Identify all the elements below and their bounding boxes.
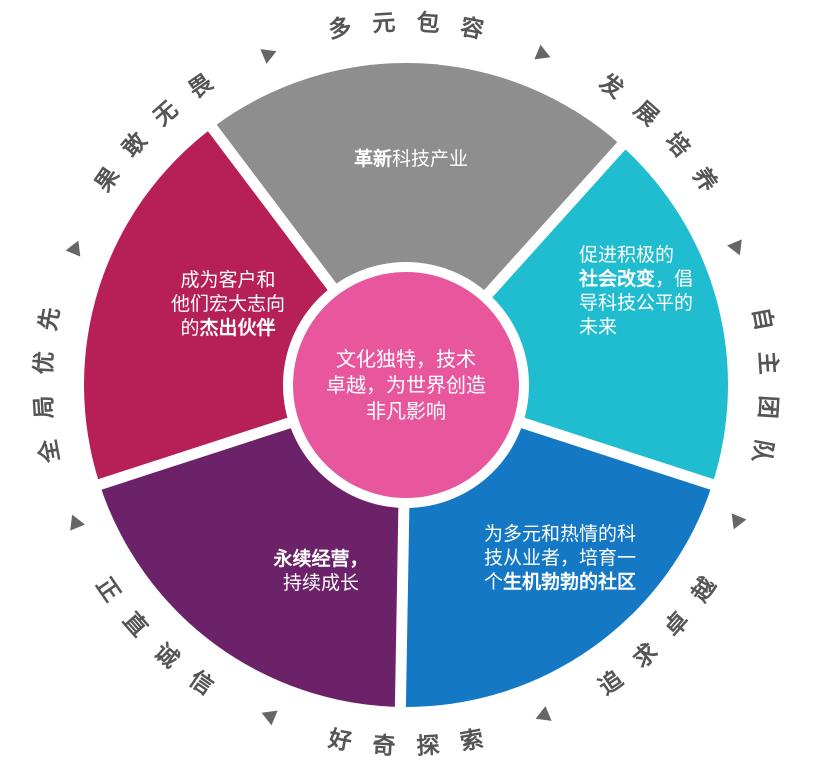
svg-text:信: 信 [184, 665, 218, 700]
ring-arrow-icon [65, 240, 81, 257]
center-hub: 文化独特，技术卓越，为世界创造非凡影响 [283, 262, 529, 508]
ring-arrow-icon [535, 706, 552, 721]
svg-text:果: 果 [90, 163, 124, 197]
svg-text:先: 先 [35, 305, 65, 332]
svg-text:索: 索 [458, 726, 485, 756]
svg-text:元: 元 [372, 10, 397, 37]
svg-text:追: 追 [594, 665, 629, 701]
svg-text:无: 无 [149, 97, 183, 132]
svg-text:队: 队 [747, 437, 777, 465]
svg-text:养: 养 [687, 162, 723, 197]
segment-top-label: 革新科技产业 [354, 147, 468, 170]
svg-text:全: 全 [34, 436, 65, 466]
svg-text:容: 容 [458, 13, 486, 44]
svg-text:多: 多 [326, 13, 354, 44]
svg-text:正: 正 [90, 573, 124, 607]
value-haoqi-tansuo: 好奇探索 [325, 726, 485, 760]
ring-arrow-icon [727, 239, 742, 256]
svg-text:直: 直 [118, 607, 153, 642]
svg-text:探: 探 [416, 733, 441, 760]
svg-text:越: 越 [687, 572, 722, 607]
svg-text:优: 优 [31, 351, 58, 376]
ring-arrow-icon [260, 49, 277, 64]
svg-text:奇: 奇 [372, 732, 397, 760]
ring-arrow-icon [261, 710, 278, 726]
segment-left-label: 成为客户和他们宏大志向的杰出伙伴 [171, 269, 285, 339]
ring-arrow-icon [731, 513, 747, 530]
segment-bottom-right-label: 为多元和热情的科技从业者，培育一个生机勃勃的社区 [484, 523, 636, 593]
svg-text:求: 求 [629, 639, 663, 674]
segment-right-label: 促进积极的社会改变，倡导科技公平的未来 [578, 244, 693, 338]
svg-text:发: 发 [593, 68, 628, 104]
svg-text:畏: 畏 [184, 69, 218, 103]
segment-bottom-left-label: 永续经营，持续成长 [272, 547, 368, 594]
svg-text:展: 展 [629, 97, 663, 132]
value-duoyuan-baorong: 多元包容 [326, 9, 486, 44]
center-hub-label: 文化独特，技术卓越，为世界创造非凡影响 [326, 347, 486, 423]
segment-left [212, 63, 622, 386]
segment-labels: 革新科技产业促进积极的社会改变，倡导科技公平的未来为多元和热情的科技从业者，培育… [171, 147, 693, 594]
svg-text:自: 自 [747, 305, 778, 333]
svg-text:诚: 诚 [149, 639, 183, 674]
svg-text:包: 包 [416, 9, 441, 37]
svg-text:培: 培 [660, 127, 695, 162]
ring-arrow-icon [534, 44, 551, 60]
svg-text:团: 团 [754, 395, 781, 420]
svg-text:好: 好 [325, 726, 353, 756]
svg-text:敢: 敢 [118, 127, 153, 162]
ring-arrow-icon [70, 514, 85, 531]
center-hub-circle [293, 272, 519, 498]
svg-text:主: 主 [754, 351, 781, 376]
svg-text:局: 局 [31, 395, 58, 420]
svg-text:卓: 卓 [660, 608, 695, 642]
